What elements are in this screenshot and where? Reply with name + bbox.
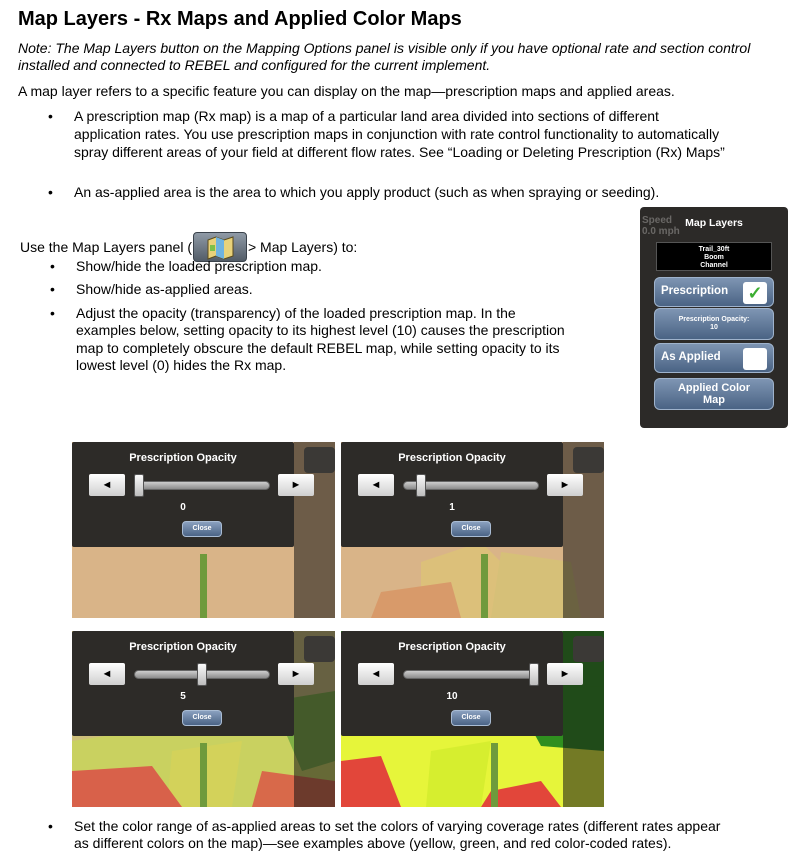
opacity-value: 10	[710, 324, 718, 331]
close-button[interactable]: Close	[182, 521, 222, 537]
rx-map-bullet-line1: A prescription map (Rx map) is a map of …	[74, 108, 659, 124]
opacity-slider-thumb[interactable]	[134, 474, 144, 497]
bullet-dot: •	[50, 281, 55, 297]
decrease-button[interactable]: ◄	[89, 474, 125, 496]
opacity-value: 1	[449, 502, 455, 513]
checkmark-icon[interactable]: ✓	[743, 282, 767, 304]
map-layers-icon[interactable]	[192, 232, 247, 262]
opacity-dialog: Prescription Opacity ◄ ► 1 Close	[341, 442, 583, 547]
increase-button[interactable]: ►	[547, 474, 583, 496]
bullet-dot: •	[48, 108, 53, 124]
bullet-dot: •	[50, 305, 55, 321]
opacity-dialog: Prescription Opacity ◄ ► 10 Close	[341, 631, 583, 736]
side-tab[interactable]	[573, 636, 604, 662]
page-title: Map Layers - Rx Maps and Applied Color M…	[18, 8, 462, 30]
opacity-value: 0	[180, 502, 186, 513]
increase-button[interactable]: ►	[278, 663, 314, 685]
opacity-screenshot-1: Prescription Opacity ◄ ► 1 Close	[341, 442, 604, 618]
as-applied-toggle[interactable]: As Applied ✓	[654, 343, 774, 373]
bullet-dot: •	[50, 258, 55, 274]
opacity-value: 10	[446, 691, 458, 702]
channel-display: Trail_30ft Boom Channel	[656, 242, 772, 271]
side-tab[interactable]	[304, 636, 335, 662]
opacity-slider-thumb[interactable]	[415, 474, 426, 497]
intro-text: A map layer refers to a specific feature…	[18, 83, 675, 99]
opacity-screenshot-10: Prescription Opacity ◄ ► 10 Close	[341, 631, 604, 807]
side-tab[interactable]	[573, 447, 604, 473]
opacity-slider-thumb[interactable]	[197, 663, 207, 686]
dialog-title: Prescription Opacity	[129, 641, 237, 653]
applied-color-label-line: Applied Color	[677, 382, 751, 394]
rx-map-bullet-line2: application rates. You use prescription …	[74, 126, 720, 142]
opacity-bullet-line4: lowest level (0) hides the Rx map.	[76, 357, 287, 373]
close-button[interactable]: Close	[182, 710, 222, 726]
note-text: Note: The Map Layers button on the Mappi…	[18, 40, 751, 73]
boom-track	[200, 554, 207, 618]
increase-button[interactable]: ►	[278, 474, 314, 496]
show-hide-applied-bullet: Show/hide as-applied areas.	[76, 281, 253, 297]
as-applied-label: As Applied	[661, 351, 721, 363]
boom-track	[200, 743, 207, 807]
color-range-bullet-line1: Set the color range of as-applied areas …	[74, 818, 721, 834]
channel-line: Boom	[704, 254, 724, 261]
decrease-button[interactable]: ◄	[89, 663, 125, 685]
opacity-dialog: Prescription Opacity ◄ ► 0 Close	[72, 442, 314, 547]
decrease-button[interactable]: ◄	[358, 663, 394, 685]
dialog-title: Prescription Opacity	[398, 641, 506, 653]
applied-color-map-button[interactable]: Applied Color Map	[654, 378, 774, 410]
opacity-bullet-line1: Adjust the opacity (transparency) of the…	[76, 305, 516, 321]
opacity-bullet-line3: map to completely obscure the default RE…	[76, 340, 560, 356]
prescription-opacity-button[interactable]: Prescription Opacity: 10	[654, 308, 774, 340]
dialog-title: Prescription Opacity	[129, 452, 237, 464]
opacity-screenshot-5: Prescription Opacity ◄ ► 5 Close	[72, 631, 335, 807]
show-hide-rx-bullet: Show/hide the loaded prescription map.	[76, 258, 322, 274]
opacity-dialog: Prescription Opacity ◄ ► 5 Close	[72, 631, 314, 736]
opacity-slider-track[interactable]	[403, 670, 539, 679]
opacity-slider-thumb[interactable]	[529, 663, 539, 686]
opacity-slider-track[interactable]	[134, 481, 270, 490]
boom-track	[491, 743, 498, 807]
use-line-suffix: > Map Layers) to:	[247, 238, 358, 255]
bullet-dot: •	[48, 184, 53, 200]
prescription-label: Prescription	[661, 285, 729, 297]
opacity-bullet-line2: examples below, setting opacity to its h…	[76, 322, 565, 338]
prescription-toggle[interactable]: Prescription ✓	[654, 277, 774, 307]
opacity-screenshot-0: Prescription Opacity ◄ ► 0 Close	[72, 442, 335, 618]
as-applied-bullet: An as-applied area is the area to which …	[74, 184, 660, 200]
channel-line: Channel	[700, 262, 728, 269]
bullet-dot: •	[48, 818, 53, 834]
channel-line: Trail_30ft	[698, 246, 730, 253]
speed-value: 0.0 mph	[642, 226, 680, 237]
rx-map-bullet-line3: spray different areas of your field at d…	[74, 144, 725, 160]
opacity-value: 5	[180, 691, 186, 702]
use-line: Use the Map Layers panel ( > Map Layers) …	[20, 232, 357, 262]
color-range-bullet-line2: as different colors on the map)—see exam…	[74, 835, 672, 851]
side-tab[interactable]	[304, 447, 335, 473]
panel-title: Map Layers	[685, 217, 743, 229]
use-line-prefix: Use the Map Layers panel (	[20, 238, 192, 255]
decrease-button[interactable]: ◄	[358, 474, 394, 496]
close-button[interactable]: Close	[451, 521, 491, 537]
opacity-label: Prescription Opacity:	[678, 316, 750, 323]
applied-color-label-line: Map	[703, 394, 725, 406]
increase-button[interactable]: ►	[547, 663, 583, 685]
close-button[interactable]: Close	[451, 710, 491, 726]
checkbox-icon[interactable]: ✓	[743, 348, 767, 370]
boom-track	[481, 554, 488, 618]
dialog-title: Prescription Opacity	[398, 452, 506, 464]
speed-label: Speed	[642, 215, 673, 226]
opacity-slider-track[interactable]	[403, 481, 539, 490]
